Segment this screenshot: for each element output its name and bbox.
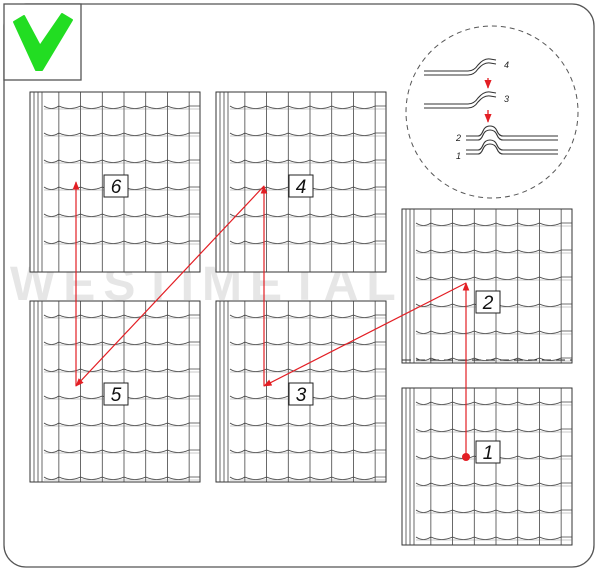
sheet-3: 3 (215, 300, 387, 483)
sheet-number: 6 (111, 177, 122, 198)
sheet-label-6: 6 (103, 174, 129, 198)
sheet-label-1: 1 (475, 440, 501, 464)
sheet-number: 3 (296, 385, 307, 406)
check-box (3, 3, 82, 81)
sheet-2: 2 (401, 208, 573, 364)
arrow-4-to-5 (75, 185, 265, 387)
sheet-4: 4 (215, 91, 387, 273)
detail-label-1: 1 (456, 151, 461, 161)
sheet-number: 5 (111, 385, 122, 406)
sequence-arrows (72, 181, 470, 461)
sheet-label-5: 5 (103, 382, 129, 406)
roof-sheets: 6 4 5 3 2 1 (29, 91, 573, 546)
sheet-number: 1 (483, 443, 494, 464)
sheet-1: 1 (401, 387, 573, 546)
sheet-label-3: 3 (288, 382, 314, 406)
sheet-number: 2 (482, 293, 494, 314)
sheet-label-2: 2 (475, 290, 501, 314)
sheet-5: 5 (29, 300, 201, 483)
sheet-6: 6 (29, 91, 201, 273)
outer-frame (3, 3, 595, 568)
checkmark-icon (13, 13, 73, 71)
detail-label-4: 4 (504, 60, 509, 70)
sheet-number: 4 (296, 177, 307, 198)
sheet-label-4: 4 (288, 174, 314, 198)
detail-label-3: 3 (504, 94, 509, 104)
detail-label-2: 2 (455, 133, 461, 143)
arrow-2-to-3 (263, 282, 467, 387)
overlap-detail: 4 3 2 1 (405, 25, 579, 199)
